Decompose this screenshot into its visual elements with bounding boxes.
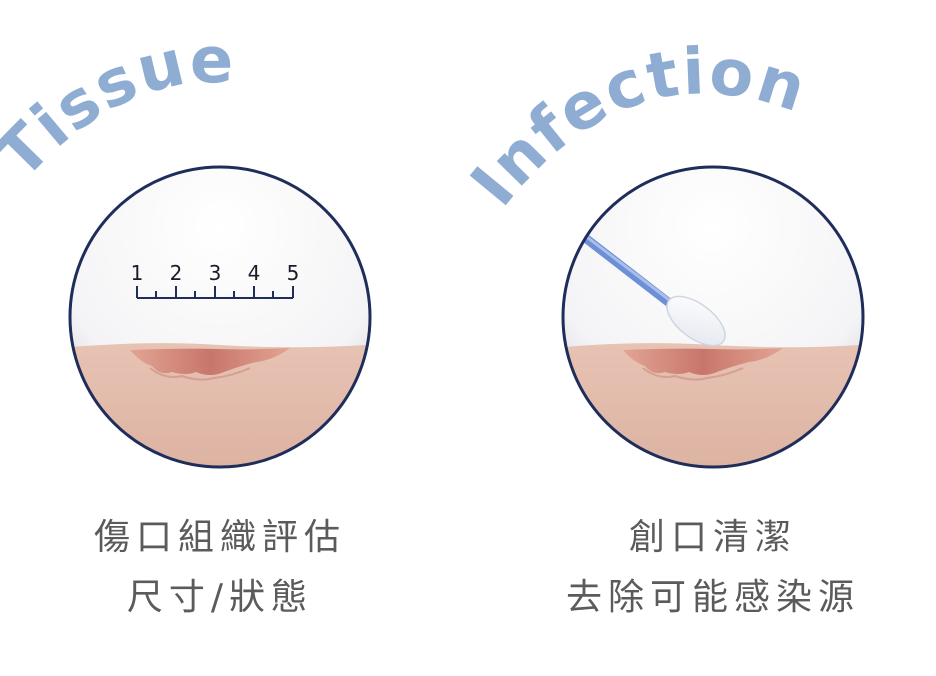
ruler-number: 2: [170, 261, 183, 285]
right-panel: Infection: [457, 35, 865, 469]
right-caption-line2: 去除可能感染源: [565, 577, 860, 618]
right-caption: 創口清潔 去除可能感染源: [513, 516, 913, 620]
left-caption-line1: 傷口組織評估: [93, 517, 346, 558]
right-wound: [623, 348, 783, 375]
left-magnifier-scene: [70, 167, 370, 467]
ruler-number: 4: [248, 261, 261, 285]
left-wound: [130, 348, 290, 375]
ruler-number: 1: [131, 261, 144, 285]
right-magnifier-circle: [561, 165, 865, 469]
right-caption-line1: 創口清潔: [628, 517, 797, 558]
ruler: 1 2 3 4 5: [131, 261, 300, 299]
ruler-number: 5: [287, 261, 300, 285]
cotton-swab-icon: [570, 225, 726, 347]
left-panel: Tissue 1 2 3 4 5: [0, 24, 372, 469]
left-caption-line2: 尺寸/狀態: [126, 577, 314, 618]
right-magnifier-scene: [563, 167, 863, 467]
left-magnifier-circle: [68, 165, 372, 469]
left-caption: 傷口組織評估 尺寸/狀態: [20, 516, 420, 620]
ruler-number: 3: [209, 261, 222, 285]
